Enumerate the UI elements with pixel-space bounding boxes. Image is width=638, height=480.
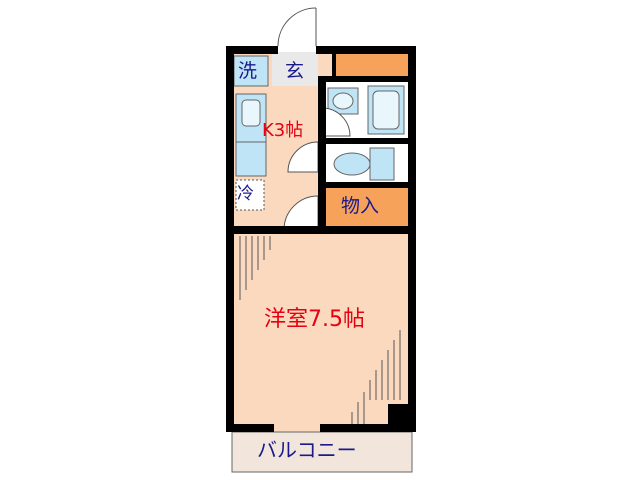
fridge-space — [235, 179, 265, 211]
storage-label: 物入 — [341, 195, 380, 217]
balcony-fill — [231, 431, 413, 473]
western-room-label: 洋室7.5帖 — [264, 307, 365, 332]
toilet — [333, 147, 395, 181]
balcony-label: バルコニー — [257, 438, 357, 462]
entrance-fill — [272, 52, 318, 86]
washer-label: 洗 — [238, 60, 258, 82]
walls — [226, 46, 416, 432]
window-hatching — [239, 236, 401, 424]
closet-top-fill — [336, 52, 408, 76]
kitchen-door — [287, 141, 319, 173]
fridge-label: 冷 — [237, 184, 254, 204]
entrance-label: 玄 — [285, 60, 305, 82]
bathtub — [367, 85, 405, 135]
storage-fill — [322, 188, 408, 228]
washbasin — [327, 87, 359, 115]
kitchen-counter — [235, 93, 267, 177]
bath-door — [321, 107, 351, 137]
entry-door — [277, 7, 317, 47]
kitchen-label: K3帖 — [262, 120, 304, 141]
